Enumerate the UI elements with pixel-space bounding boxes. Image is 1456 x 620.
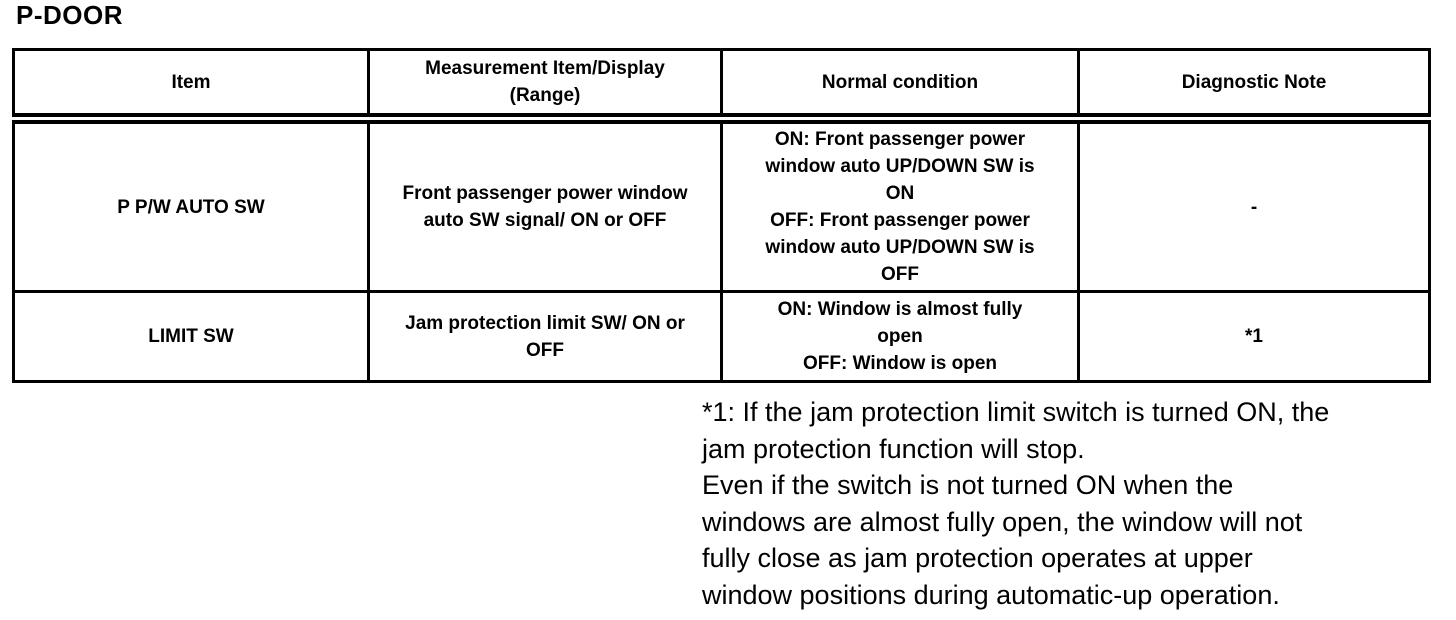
cell-diagnostic-note: - — [1077, 117, 1431, 293]
col-header-diagnostic-note: Diagnostic Note — [1077, 48, 1431, 124]
page-title: P-DOOR — [16, 0, 123, 30]
cell-item: P P/W AUTO SW — [12, 117, 370, 293]
table-body: P P/W AUTO SW Front passenger power wind… — [12, 117, 1431, 383]
cell-measurement: Front passenger power window auto SW sig… — [367, 117, 723, 293]
cell-normal-condition: ON: Front passenger power window auto UP… — [720, 117, 1080, 293]
cell-measurement: Jam protection limit SW/ ON or OFF — [367, 290, 723, 383]
col-header-item: Item — [12, 48, 370, 124]
col-header-measurement: Measurement Item/Display (Range) — [367, 48, 723, 124]
diagnostic-table: Item Measurement Item/Display (Range) No… — [12, 48, 1431, 383]
table-row: LIMIT SW Jam protection limit SW/ ON or … — [12, 290, 1431, 383]
col-header-normal-condition: Normal condition — [720, 48, 1080, 124]
cell-diagnostic-note: *1 — [1077, 290, 1431, 383]
table-header-row: Item Measurement Item/Display (Range) No… — [12, 48, 1431, 124]
table-header: Item Measurement Item/Display (Range) No… — [12, 48, 1431, 124]
table-row: P P/W AUTO SW Front passenger power wind… — [12, 117, 1431, 293]
cell-item: LIMIT SW — [12, 290, 370, 383]
footnote: *1: If the jam protection limit switch i… — [702, 397, 1330, 610]
cell-normal-condition: ON: Window is almost fully open OFF: Win… — [720, 290, 1080, 383]
